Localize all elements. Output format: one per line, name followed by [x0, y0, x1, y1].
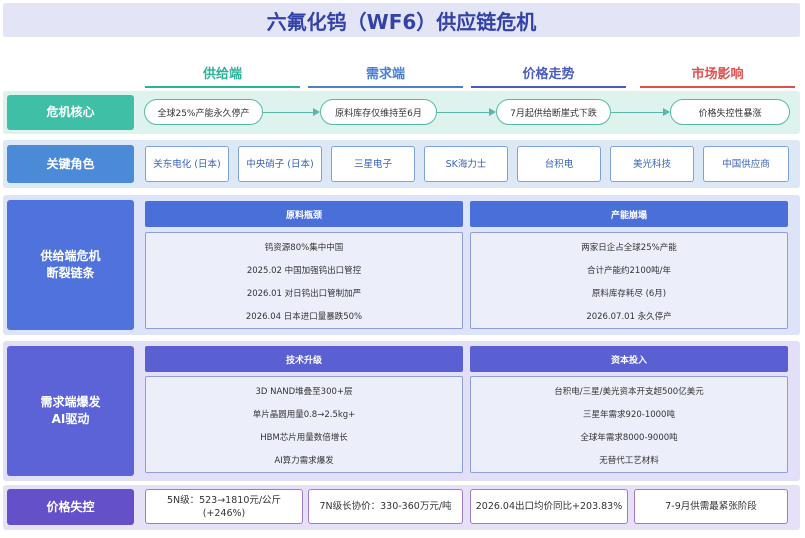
player-item: 中央硝子 (日本) — [238, 146, 322, 182]
player-item: 台积电 — [517, 146, 601, 182]
title-bar: 六氟化钨（WF6）供应链危机 — [3, 3, 800, 37]
flow-arrow-head — [663, 108, 670, 116]
player-item: 中国供应商 — [703, 146, 789, 182]
panel-item: 台积电/三星/美光资本开支超500亿美元 — [554, 387, 704, 397]
flow-arrow-head — [489, 108, 496, 116]
price-item: 5N级：523→1810元/公斤(+246%) — [145, 489, 303, 524]
panel-item: 原料库存耗尽 (6月) — [591, 289, 667, 299]
crisis-step: 原料库存仅维持至6月 — [320, 99, 437, 125]
crisis-step: 价格失控性暴涨 — [670, 99, 790, 125]
column-header-price: 价格走势 — [471, 56, 626, 88]
price-item: 7-9月供需最紧张阶段 — [634, 489, 788, 524]
player-item: SK海力士 — [424, 146, 508, 182]
price-item: 7N级长协价：330-360万元/吨 — [308, 489, 463, 524]
panel-item: 全球年需求8000-9000吨 — [580, 433, 678, 443]
column-header-demand: 需求端 — [308, 56, 463, 88]
demand-label: 需求端爆发 AI驱动 — [7, 346, 134, 476]
panel-item: HBM芯片用量数倍增长 — [260, 433, 348, 443]
panel-item: AI算力需求爆发 — [274, 456, 334, 466]
price-label: 价格失控 — [7, 489, 134, 525]
panel-body: 两家日企占全球25%产能 合计产能约2100吨/年 原料库存耗尽 (6月) 20… — [470, 232, 788, 329]
panel-item: 三星年需求920-1000吨 — [583, 410, 675, 420]
flow-arrow-line — [263, 112, 315, 113]
crisis-step: 全球25%产能永久停产 — [144, 99, 263, 125]
panel-item: 2026.01 对日钨出口管制加严 — [246, 289, 362, 299]
panel-item: 3D NAND堆叠至300+层 — [255, 387, 353, 397]
player-item: 三星电子 — [331, 146, 415, 182]
panel-item: 钨资源80%集中中国 — [264, 243, 344, 253]
panel-body: 钨资源80%集中中国 2025.02 中国加强钨出口管控 2026.01 对日钨… — [145, 232, 463, 329]
panel-item: 合计产能约2100吨/年 — [587, 266, 671, 276]
panel-heading: 产能崩塌 — [470, 201, 788, 227]
flow-arrow-line — [611, 112, 665, 113]
panel-heading: 技术升级 — [145, 346, 463, 372]
price-item: 2026.04出口均价同比+203.83% — [470, 489, 628, 524]
panel-heading: 资本投入 — [470, 346, 788, 372]
column-header-market: 市场影响 — [640, 56, 795, 88]
crisis-core-label: 危机核心 — [7, 95, 134, 130]
panel-item: 2026.07.01 永久停产 — [586, 312, 672, 322]
column-header-supply: 供给端 — [145, 56, 300, 88]
supply-chain-label: 供给端危机 断裂链条 — [7, 200, 134, 330]
page-title: 六氟化钨（WF6）供应链危机 — [266, 9, 537, 34]
player-item: 美光科技 — [610, 146, 694, 182]
flow-arrow-head — [313, 108, 320, 116]
panel-heading: 原料瓶颈 — [145, 201, 463, 227]
panel-body: 3D NAND堆叠至300+层 单片晶圆用量0.8→2.5kg+ HBM芯片用量… — [145, 376, 463, 473]
panel-item: 单片晶圆用量0.8→2.5kg+ — [252, 410, 356, 420]
panel-body: 台积电/三星/美光资本开支超500亿美元 三星年需求920-1000吨 全球年需… — [470, 376, 788, 473]
panel-item: 无替代工艺材料 — [599, 456, 659, 466]
key-players-label: 关键角色 — [7, 145, 134, 183]
panel-item: 2025.02 中国加强钨出口管控 — [246, 266, 362, 276]
crisis-step: 7月起供给断崖式下跌 — [496, 99, 611, 125]
player-item: 关东电化 (日本) — [145, 146, 229, 182]
panel-item: 两家日企占全球25%产能 — [581, 243, 677, 253]
panel-item: 2026.04 日本进口量暴跌50% — [245, 312, 363, 322]
flow-arrow-line — [437, 112, 491, 113]
